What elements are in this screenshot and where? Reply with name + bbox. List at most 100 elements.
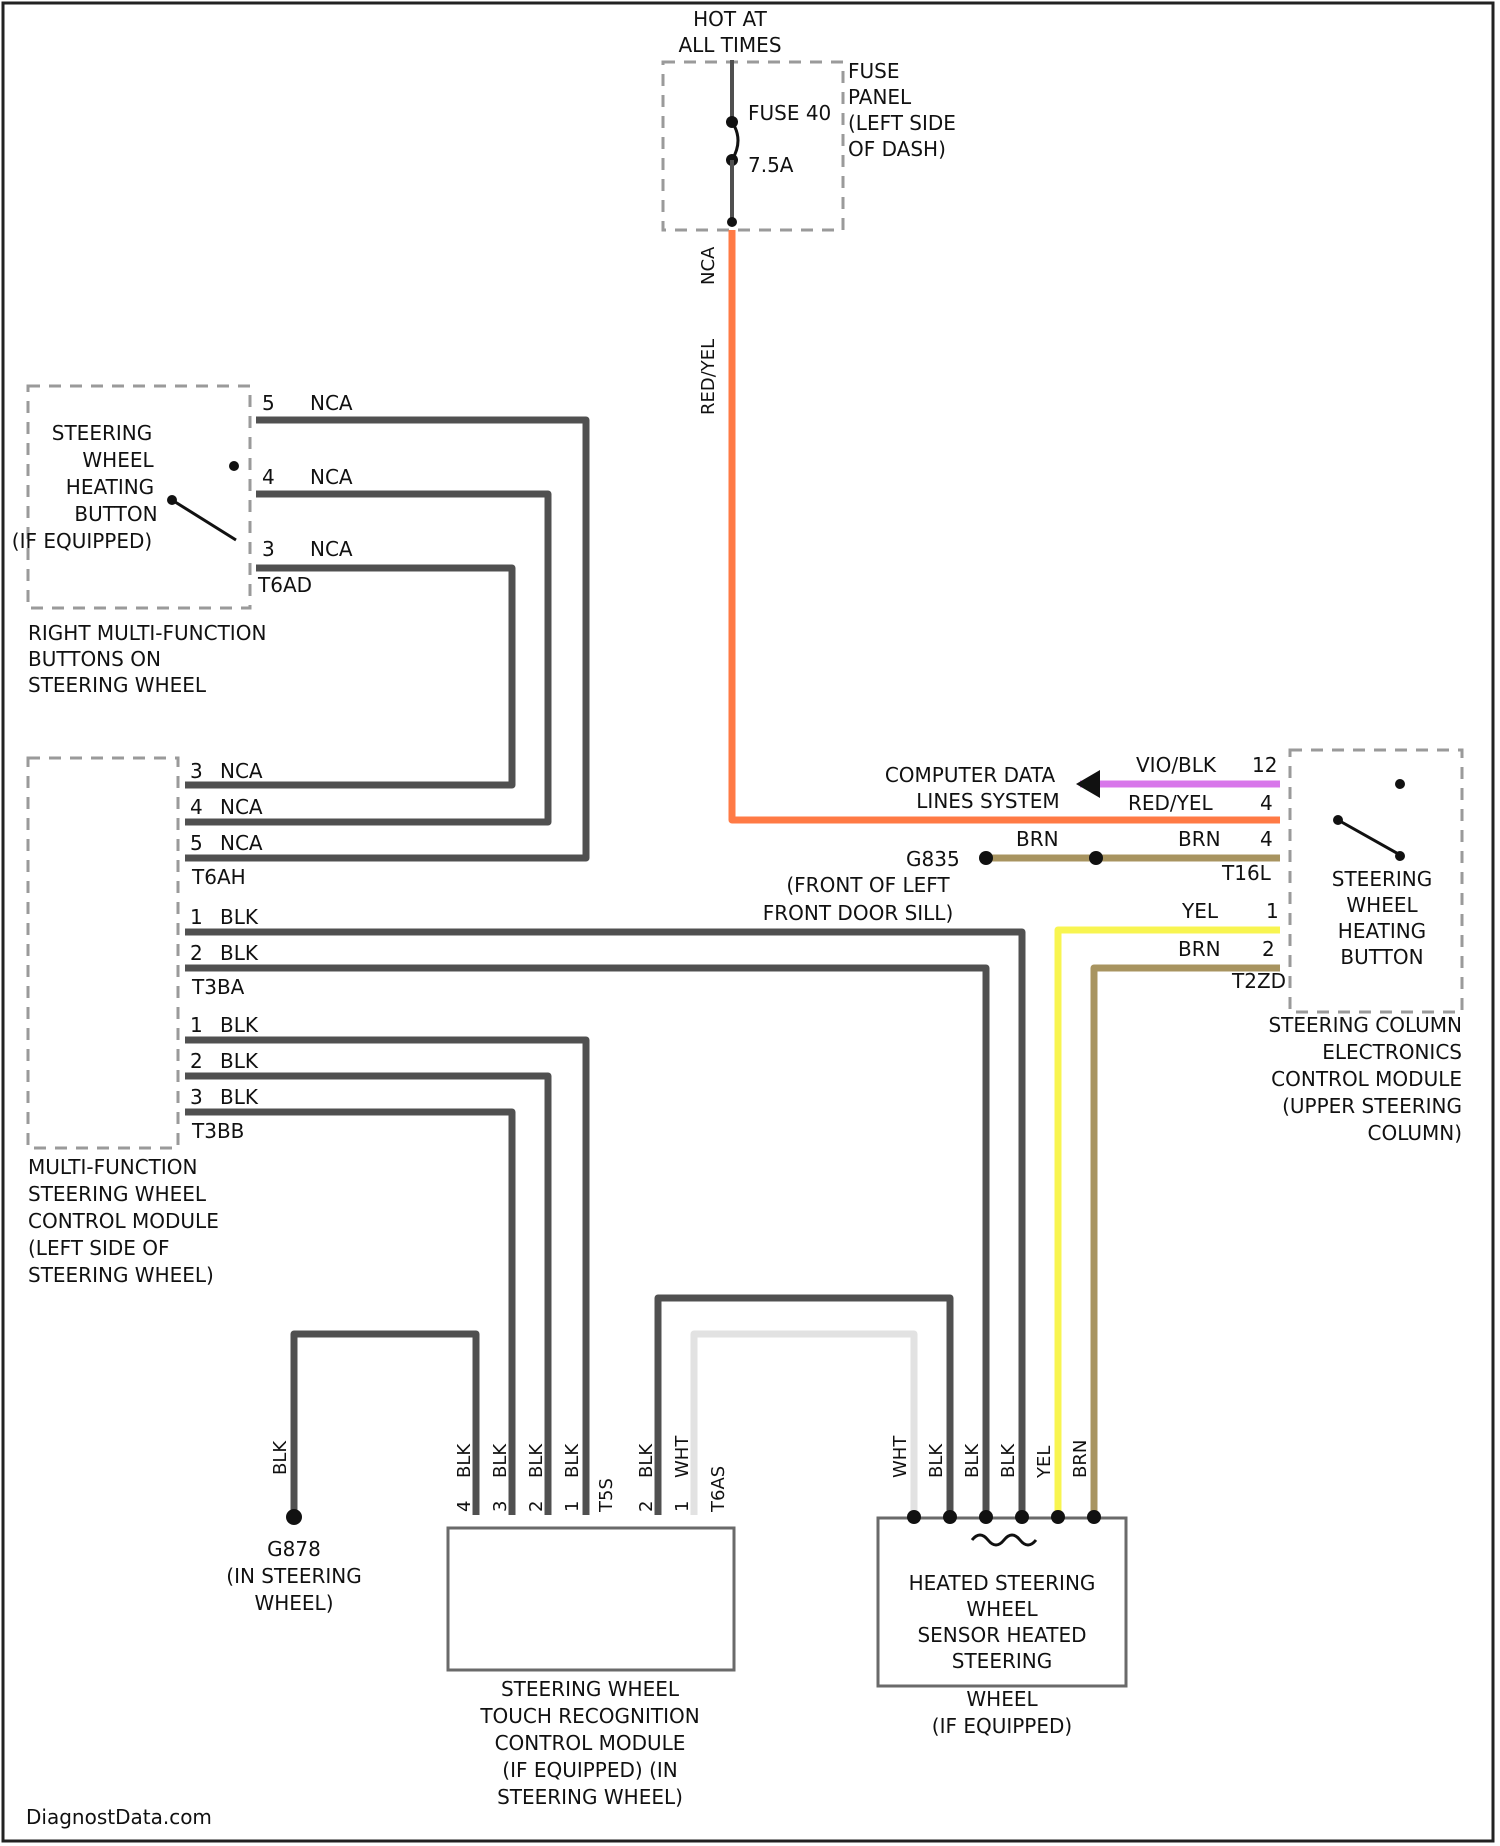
hsw-caption-5: WHEEL [966, 1687, 1038, 1711]
rmf-switch-contact [229, 461, 239, 471]
rmf-circ-3: NCA [310, 537, 353, 561]
g878-wire: BLK [270, 1440, 291, 1475]
sccm-inner-1: STEERING [1332, 867, 1432, 891]
rmf-caption-3: STEERING WHEEL [28, 673, 207, 697]
touch-module-box [448, 1528, 734, 1670]
rmf-connector: T6AD [257, 573, 312, 597]
wire-red-yel-main [732, 230, 1280, 820]
sccm-caption-4: (UPPER STEERING [1282, 1094, 1462, 1118]
mf-g1-pin-4: 4 [190, 795, 203, 819]
rmf-inner-5: (IF EQUIPPED) [12, 529, 152, 553]
ground-g835: G835 BRN (FRONT OF LEFT FRONT DOOR SILL) [763, 827, 1103, 925]
mf-g3-pin-1: 1 [190, 1013, 203, 1037]
sccm-caption-2: ELECTRONICS [1322, 1040, 1462, 1064]
hsw-wire-3: BLK [998, 1443, 1019, 1478]
mf-caption-1: MULTI-FUNCTION [28, 1155, 198, 1179]
hsw-wire-4: YEL [1034, 1446, 1055, 1479]
sccm-inner-3: HEATING [1338, 919, 1426, 943]
mf-g3-circ-1: BLK [220, 1013, 259, 1037]
fuse-panel-line3: (LEFT SIDE [848, 111, 956, 135]
all-times-label: ALL TIMES [678, 33, 781, 57]
mf-g3-connector: T3BB [191, 1119, 244, 1143]
rmf-inner-2: WHEEL [82, 448, 154, 472]
watermark: DiagnostData.com [26, 1805, 212, 1829]
sccm-caption-3: CONTROL MODULE [1271, 1067, 1462, 1091]
touch-pin-5: 1 [672, 1501, 693, 1512]
touch-caption-5: STEERING WHEEL) [497, 1785, 683, 1809]
arrow-left-icon [1076, 770, 1100, 798]
sccm-wire-2: BRN [1178, 827, 1221, 851]
mf-g3-pin-3: 3 [190, 1085, 203, 1109]
wire-g878 [294, 1334, 476, 1515]
rmf-pin-3: 3 [262, 537, 275, 561]
sccm-switch-contact [1395, 779, 1405, 789]
touch-connector-b: T6AS [708, 1466, 729, 1513]
hsw-caption-3: SENSOR HEATED [917, 1623, 1086, 1647]
g835-location-2: FRONT DOOR SILL) [763, 901, 954, 925]
power-wire-circuit: NCA [698, 246, 719, 285]
g878-location-1: (IN STEERING [226, 1564, 361, 1588]
mf-g2-connector: T3BA [191, 975, 245, 999]
wire-t3ba-1 [185, 932, 1022, 1515]
touch-wire-0: BLK [454, 1443, 475, 1478]
hsw-pin-4 [1015, 1510, 1029, 1524]
rmf-pin-5: 5 [262, 391, 275, 415]
hsw-pin-2 [943, 1510, 957, 1524]
sccm-wire-4: BRN [1178, 937, 1221, 961]
hsw-wire-0: WHT [890, 1435, 911, 1478]
g835-location-1: (FRONT OF LEFT [786, 873, 950, 897]
g835-ground-point [979, 851, 993, 865]
sccm-switch-blade [1338, 820, 1402, 856]
rmf-caption-2: BUTTONS ON [28, 647, 161, 671]
hsw-pin-1 [907, 1510, 921, 1524]
fuse-connector-pin [727, 217, 737, 227]
g835-splice [1089, 851, 1103, 865]
mf-g1-circ-5: NCA [220, 831, 263, 855]
mf-g1-circ-4: NCA [220, 795, 263, 819]
mf-g2-pin-2: 2 [190, 941, 203, 965]
touch-pin-1: 3 [490, 1501, 511, 1512]
fuse-panel-box [663, 62, 843, 230]
mf-g1-connector: T6AH [191, 865, 246, 889]
fuse-panel-line2: PANEL [848, 85, 912, 109]
sccm-connector-a: T16L [1221, 861, 1272, 885]
rmf-caption-1: RIGHT MULTI-FUNCTION [28, 621, 266, 645]
hsw-wire-2: BLK [962, 1443, 983, 1478]
mf-g2-circ-2: BLK [220, 941, 259, 965]
fuse-rating: 7.5A [748, 153, 794, 177]
g835-brn-label: BRN [1016, 827, 1059, 851]
touch-connector-a: T5S [596, 1478, 617, 1513]
sccm-pin-3: 1 [1266, 899, 1279, 923]
sccm-connector-b: T2ZD [1231, 969, 1286, 993]
rmf-switch-blade [172, 500, 236, 540]
mf-g3-circ-3: BLK [220, 1085, 259, 1109]
rmf-inner-1: STEERING [52, 421, 152, 445]
sccm-pin-4: 2 [1262, 937, 1275, 961]
touch-pin-4: 2 [636, 1501, 657, 1512]
mf-caption-2: STEERING WHEEL [28, 1182, 207, 1206]
touch-wire-3: BLK [562, 1443, 583, 1478]
hsw-pin-6 [1087, 1510, 1101, 1524]
mf-g1-pin-3: 3 [190, 759, 203, 783]
touch-pin-2: 2 [526, 1501, 547, 1512]
touch-wire-1: BLK [490, 1443, 511, 1478]
sccm-pin-0: 12 [1252, 753, 1277, 777]
rmf-inner-4: BUTTON [74, 502, 157, 526]
sccm: VIO/BLK RED/YEL BRN YEL BRN 12 4 4 T16L … [1128, 750, 1462, 1145]
touch-pin-3: 1 [562, 1501, 583, 1512]
sccm-caption-5: COLUMN) [1367, 1121, 1462, 1145]
mf-g3-circ-2: BLK [220, 1049, 259, 1073]
rmf-inner-3: HEATING [66, 475, 154, 499]
mf-caption-4: (LEFT SIDE OF [28, 1236, 170, 1260]
mf-caption-5: STEERING WHEEL) [28, 1263, 214, 1287]
sccm-pin-2: 4 [1260, 827, 1273, 851]
wire-brn-2 [1094, 968, 1280, 1515]
sccm-inner-2: WHEEL [1346, 893, 1418, 917]
sccm-switch-end [1395, 851, 1405, 861]
sccm-caption-1: STEERING COLUMN [1268, 1013, 1462, 1037]
fuse-panel-line1: FUSE [848, 59, 899, 83]
sccm-pin-1: 4 [1260, 791, 1273, 815]
mf-caption-3: CONTROL MODULE [28, 1209, 219, 1233]
touch-caption-2: TOUCH RECOGNITION [479, 1704, 699, 1728]
